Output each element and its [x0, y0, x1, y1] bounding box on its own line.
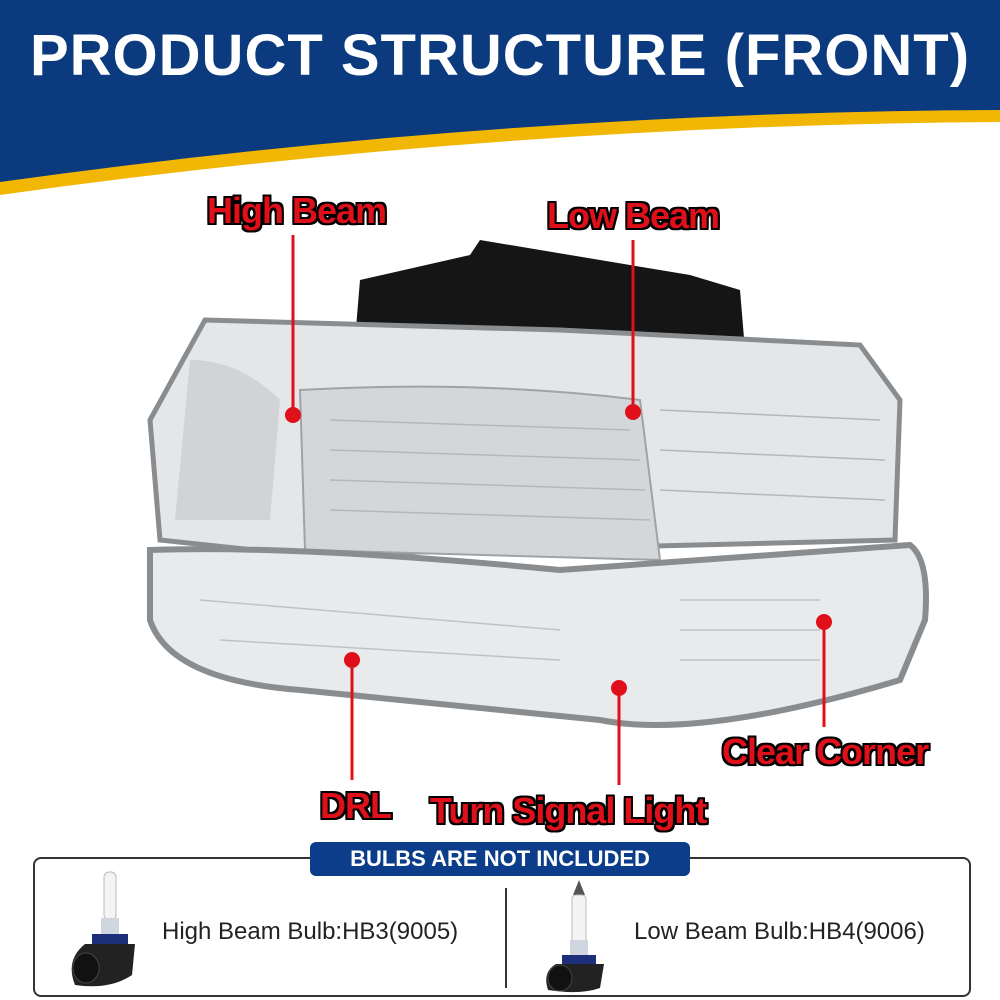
bulb-divider — [505, 888, 507, 988]
header-blue-band — [0, 0, 1000, 182]
drl-label: DRL — [320, 785, 392, 826]
turn-signal-label: Turn Signal Light — [430, 790, 707, 831]
high-beam-bulb-label: High Beam Bulb:HB3(9005) — [162, 918, 459, 945]
low-beam-dot — [625, 404, 641, 420]
hb3-bulb-image — [71, 871, 135, 987]
low-beam-label: Low Beam — [547, 195, 720, 236]
high-beam-label: High Beam — [207, 190, 387, 231]
hb4-bulb-image — [546, 880, 604, 993]
low-beam-bulb-label: Low Beam Bulb:HB4(9006) — [634, 918, 925, 945]
headlight-image — [147, 240, 929, 728]
drl-dot — [344, 652, 360, 668]
bulbs-not-included-badge: BULBS ARE NOT INCLUDED — [310, 842, 690, 876]
clear-corner-label: Clear Corner — [722, 731, 929, 772]
callout-markers — [285, 235, 832, 785]
clear-corner-dot — [816, 614, 832, 630]
page-title: PRODUCT STRUCTURE (FRONT) — [29, 23, 971, 88]
high-beam-dot — [285, 407, 301, 423]
turn-signal-dot — [611, 680, 627, 696]
